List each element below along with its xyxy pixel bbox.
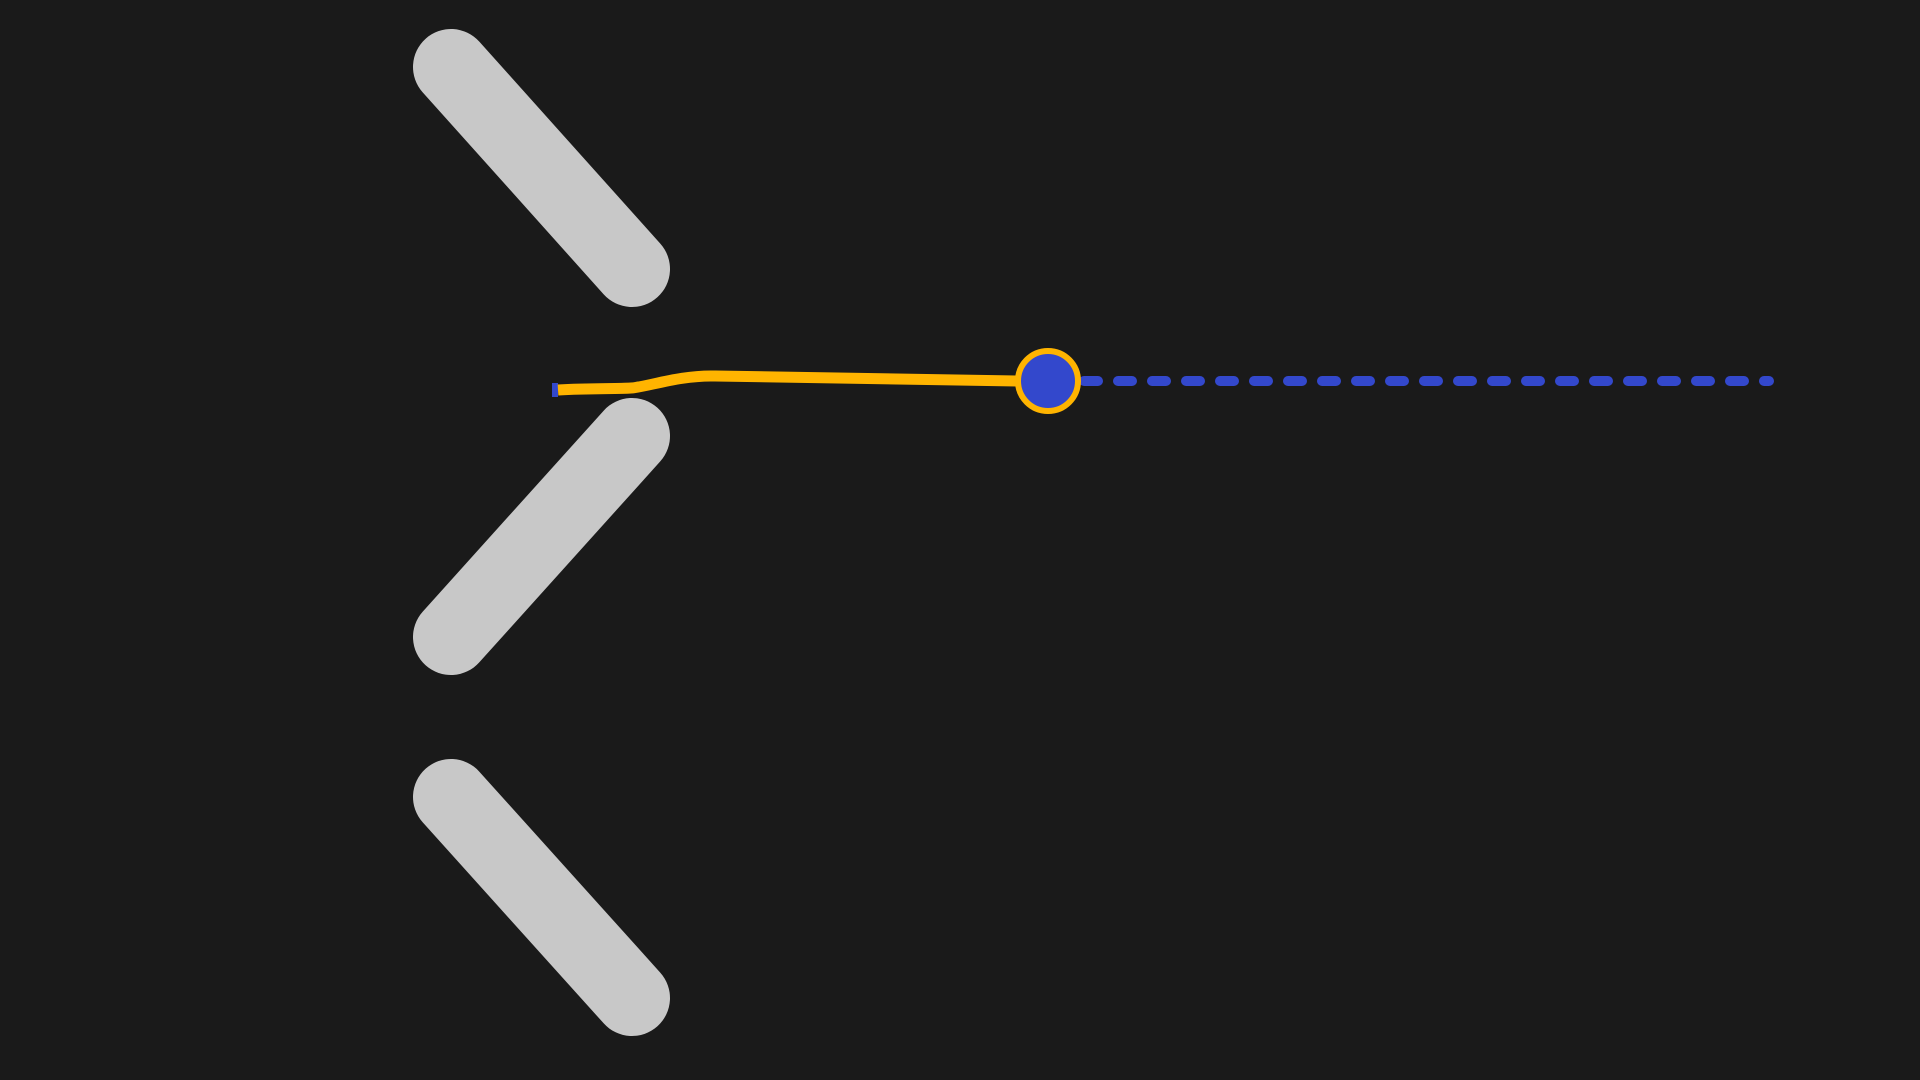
- barrier-top: [413, 29, 670, 307]
- trajectory-start-marker: [552, 383, 558, 397]
- ball[interactable]: [1015, 348, 1081, 414]
- ball-trajectory: [557, 370, 1021, 396]
- barriers: [413, 29, 670, 1036]
- barrier-middle: [413, 398, 670, 675]
- barrier-bottom: [413, 759, 670, 1036]
